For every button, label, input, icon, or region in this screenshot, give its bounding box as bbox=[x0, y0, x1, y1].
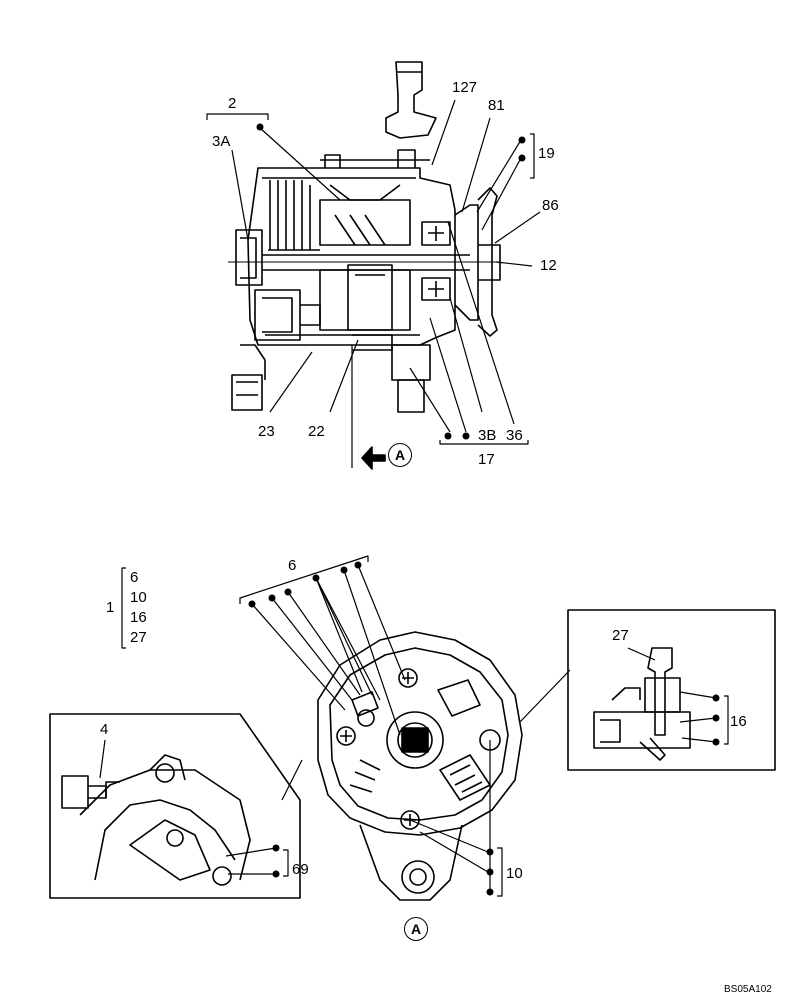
view-marker-a: A bbox=[404, 917, 428, 941]
view-direction-arrow bbox=[351, 345, 386, 470]
alternator-section-view bbox=[228, 61, 501, 413]
group-1-item: 6 bbox=[130, 569, 139, 586]
callout-1: 1 bbox=[106, 599, 115, 616]
group-1-item: 27 bbox=[130, 629, 147, 646]
callout-16: 16 bbox=[730, 713, 747, 730]
leader-lines-front bbox=[239, 555, 571, 897]
leader-lines-top bbox=[206, 99, 541, 445]
group-1-item: 16 bbox=[130, 609, 147, 626]
alternator-front-view bbox=[317, 631, 523, 901]
callout-86: 86 bbox=[542, 197, 559, 214]
leader-dots bbox=[248, 123, 720, 896]
callout-81: 81 bbox=[488, 97, 505, 114]
callout-3b: 3B bbox=[478, 427, 497, 444]
callout-12: 12 bbox=[540, 257, 557, 274]
callout-27: 27 bbox=[612, 627, 629, 644]
callout-10: 10 bbox=[506, 865, 523, 882]
callout-3a: 3A bbox=[212, 133, 231, 150]
callout-69: 69 bbox=[292, 861, 309, 878]
group-bracket bbox=[121, 567, 126, 649]
group-1-item: 10 bbox=[130, 589, 147, 606]
terminal-detail-inset-right bbox=[567, 609, 776, 771]
callout-4: 4 bbox=[100, 721, 109, 738]
callout-19: 19 bbox=[538, 145, 555, 162]
callout-36: 36 bbox=[506, 427, 523, 444]
callout-127: 127 bbox=[452, 79, 478, 96]
terminal-detail-inset bbox=[49, 713, 301, 899]
drawing-code: BS05A102 bbox=[724, 984, 772, 995]
callout-6: 6 bbox=[288, 557, 297, 574]
callout-23: 23 bbox=[258, 423, 275, 440]
callout-17: 17 bbox=[478, 451, 495, 468]
callout-22: 22 bbox=[308, 423, 325, 440]
view-marker-a: A bbox=[388, 443, 412, 467]
callout-2: 2 bbox=[228, 95, 237, 112]
